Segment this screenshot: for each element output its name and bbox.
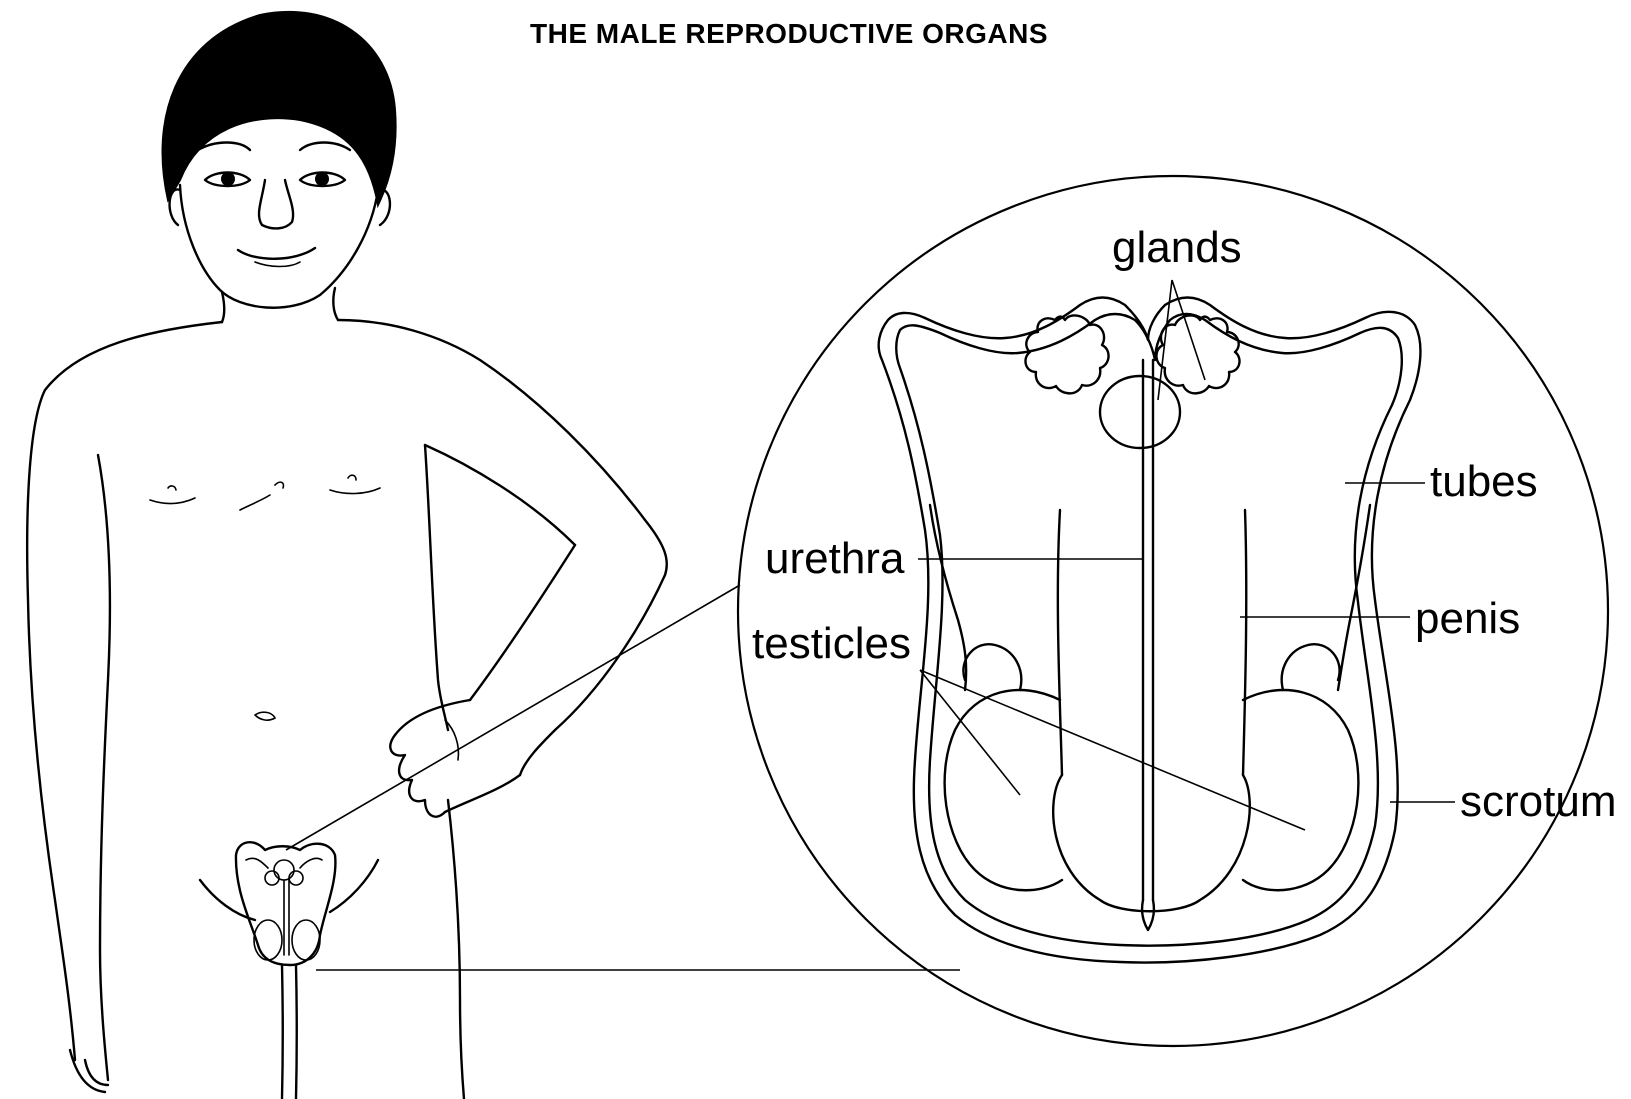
label-scrotum: scrotum [1460,780,1616,824]
hair [162,12,395,205]
label-penis: penis [1415,597,1520,641]
nose [259,180,293,228]
neck [222,292,224,322]
leg-line-left [282,965,283,1099]
right-forearm [520,575,665,775]
connector-line-upper [286,585,740,850]
left-shoulder-arm [27,322,222,1060]
right-testicle [1243,690,1358,890]
right-gland [1156,315,1239,393]
left-nipple [150,486,195,504]
prostate-gland [1100,376,1180,448]
scrotum-inner [896,314,1402,946]
right-epididymis [1282,644,1340,690]
left-epididymis [963,644,1021,690]
left-tube [930,505,966,690]
leg-line-right [296,965,297,1099]
face-outline [180,185,378,308]
right-upper-arm-inner [425,445,575,545]
right-eyebrow [300,143,350,151]
right-pupil [315,172,329,186]
label-glands: glands [1112,226,1242,270]
magnified-organs [879,298,1421,963]
label-tubes: tubes [1430,460,1538,504]
diagram-title: THE MALE REPRODUCTIVE ORGANS [530,18,1048,50]
navel [255,712,275,720]
right-leg-outer [448,800,464,1099]
right-nipple [330,475,380,493]
boy-figure [27,12,667,1099]
left-ear [170,189,180,225]
right-hip [330,860,378,912]
left-pupil [221,172,235,186]
left-gland [1025,315,1108,393]
right-hand [390,700,520,817]
mouth [238,248,315,259]
label-urethra: urethra [765,537,904,581]
label-testicles: testicles [752,622,911,666]
urethra-tube [1143,360,1153,900]
torso-right [425,445,448,730]
right-shoulder [338,320,667,575]
testicles-leader [920,670,1305,830]
left-testicle [945,690,1062,890]
left-arm-inner [98,455,110,1080]
right-forearm-inner [470,545,575,700]
